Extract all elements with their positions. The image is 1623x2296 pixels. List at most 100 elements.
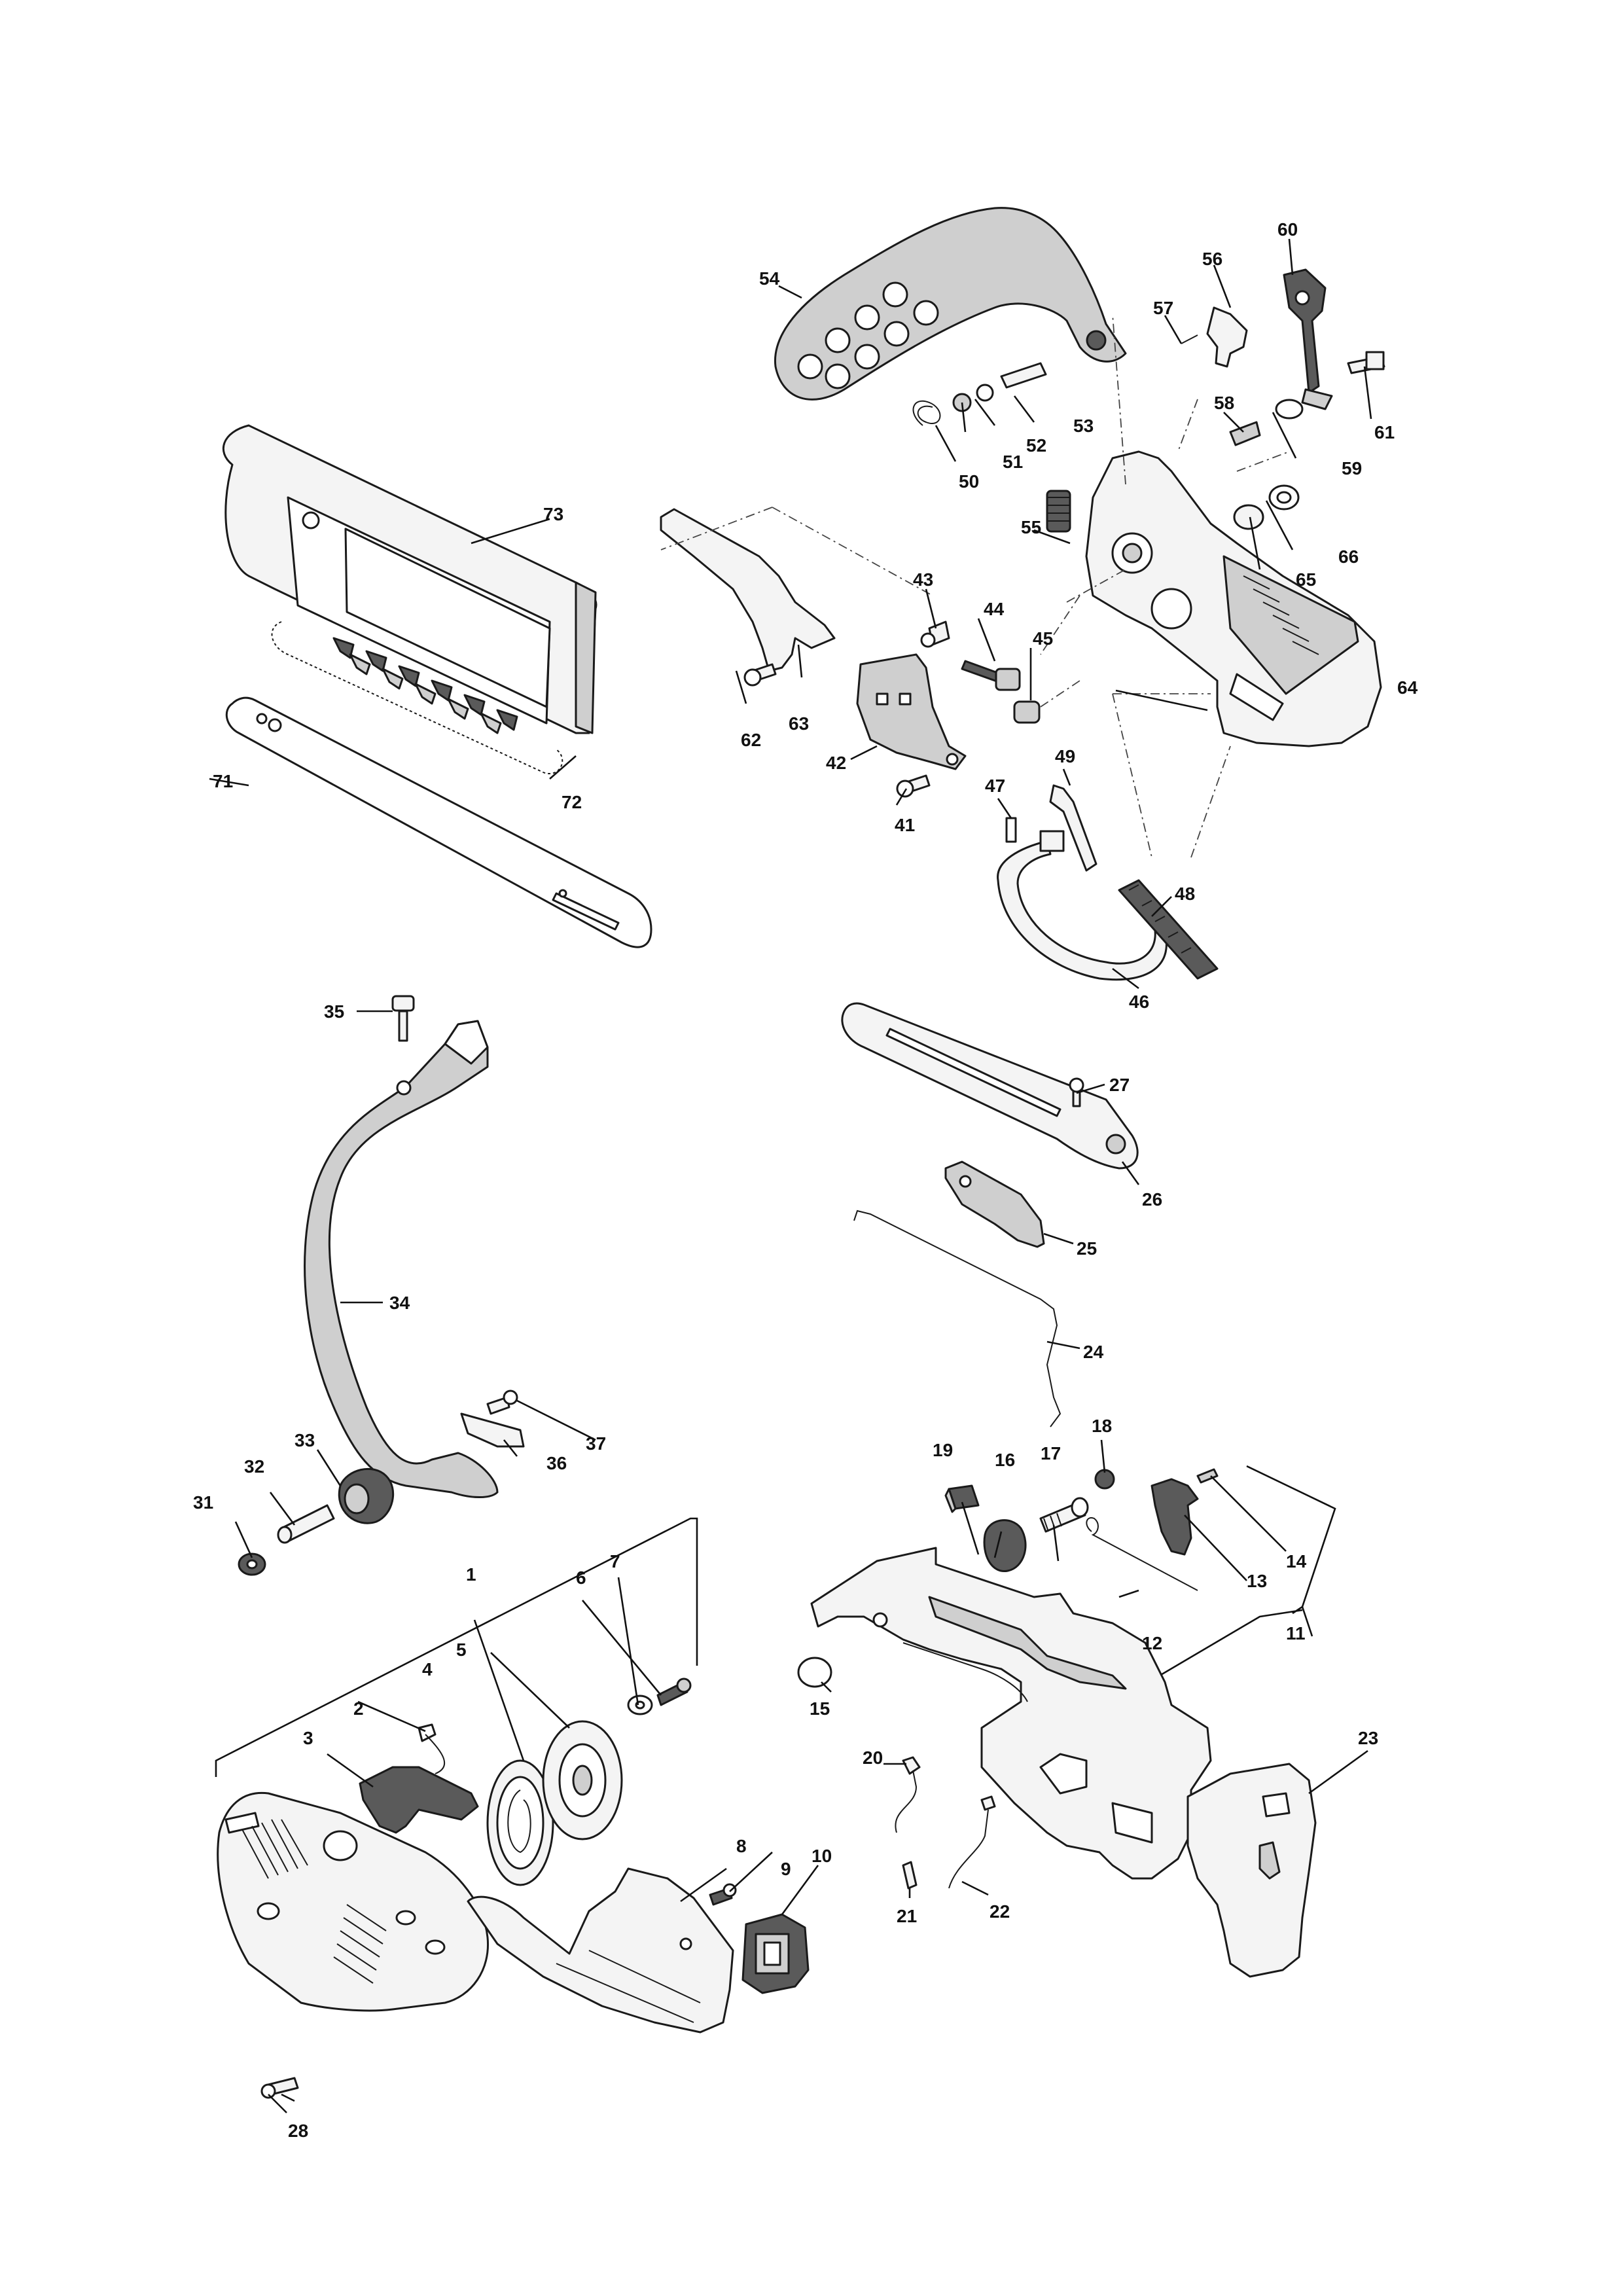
part-62-screw bbox=[743, 663, 777, 687]
label-64: 64 bbox=[1397, 677, 1418, 698]
label-20: 20 bbox=[863, 1748, 883, 1768]
part-56-lever bbox=[1206, 306, 1248, 368]
part-23-cover bbox=[1186, 1763, 1317, 1978]
part-54-hand-guard bbox=[774, 207, 1127, 401]
label-10: 10 bbox=[812, 1846, 832, 1866]
label-18: 18 bbox=[1092, 1416, 1112, 1436]
label-53: 53 bbox=[1073, 416, 1094, 436]
part-53-pin bbox=[1000, 362, 1047, 389]
label-71: 71 bbox=[213, 771, 233, 791]
part-2-rope-pin bbox=[418, 1723, 446, 1774]
part-5-pulley bbox=[542, 1720, 623, 1840]
label-11: 11 bbox=[1286, 1623, 1306, 1643]
part-28-starter-cover bbox=[217, 1791, 490, 2012]
part-4-pulley bbox=[486, 1759, 554, 1886]
label-65: 65 bbox=[1296, 569, 1316, 590]
label-5: 5 bbox=[456, 1640, 467, 1660]
label-16: 16 bbox=[995, 1450, 1015, 1470]
part-43-pin bbox=[920, 620, 950, 648]
part-27-screw bbox=[1069, 1077, 1084, 1107]
part-34-handlebar bbox=[304, 1020, 499, 1498]
part-73-scabbard bbox=[222, 424, 597, 734]
label-62: 62 bbox=[741, 730, 761, 750]
part-55-spring bbox=[1046, 490, 1071, 533]
label-52: 52 bbox=[1026, 435, 1046, 456]
label-17: 17 bbox=[1041, 1443, 1061, 1463]
part-33-buffer bbox=[338, 1467, 395, 1524]
label-61: 61 bbox=[1374, 422, 1395, 442]
part-22-fuel-hose bbox=[948, 1795, 996, 1889]
part-15-button bbox=[797, 1657, 832, 1688]
label-31: 31 bbox=[193, 1492, 213, 1513]
label-59: 59 bbox=[1342, 458, 1362, 478]
group-bracket-11 bbox=[1148, 1465, 1336, 1683]
label-25: 25 bbox=[1077, 1238, 1097, 1259]
part-65-bush bbox=[1233, 504, 1264, 530]
label-55: 55 bbox=[1021, 517, 1041, 537]
label-3: 3 bbox=[303, 1728, 313, 1748]
label-27: 27 bbox=[1109, 1075, 1130, 1095]
part-41-screw bbox=[896, 774, 931, 798]
label-24: 24 bbox=[1083, 1342, 1104, 1362]
label-73: 73 bbox=[543, 504, 563, 524]
label-4: 4 bbox=[422, 1659, 433, 1679]
part-45-nut bbox=[1013, 700, 1041, 724]
label-7: 7 bbox=[610, 1551, 620, 1571]
label-13: 13 bbox=[1247, 1571, 1267, 1591]
part-28-screw bbox=[260, 2077, 299, 2099]
label-35: 35 bbox=[324, 1001, 344, 1022]
label-21: 21 bbox=[897, 1906, 917, 1926]
label-32: 32 bbox=[244, 1456, 264, 1477]
label-1: 1 bbox=[466, 1564, 476, 1585]
part-18-washer bbox=[1094, 1469, 1115, 1490]
part-16-buffer bbox=[983, 1519, 1027, 1572]
part-58-bush bbox=[1229, 421, 1261, 446]
part-26-top-handle-cover bbox=[841, 1002, 1139, 1170]
label-19: 19 bbox=[933, 1440, 953, 1460]
part-25-throttle-lock bbox=[944, 1160, 1045, 1248]
part-61-screw bbox=[1347, 351, 1385, 374]
label-45: 45 bbox=[1033, 628, 1053, 649]
part-49-lever bbox=[1049, 784, 1097, 872]
part-3-starter-handle bbox=[359, 1766, 479, 1834]
part-20-fuel-hose bbox=[895, 1756, 921, 1833]
part-13-trigger bbox=[1150, 1478, 1199, 1556]
part-14-pin bbox=[1196, 1468, 1219, 1484]
label-2: 2 bbox=[353, 1698, 364, 1719]
part-number-labels: 54 56 57 60 61 59 58 53 52 51 50 55 66 6… bbox=[193, 219, 1418, 2141]
label-57: 57 bbox=[1153, 298, 1173, 318]
part-36-clip bbox=[460, 1412, 525, 1448]
label-72: 72 bbox=[562, 792, 582, 812]
part-44-bolt bbox=[961, 660, 1021, 691]
part-60-lever bbox=[1283, 268, 1333, 410]
label-51: 51 bbox=[1003, 452, 1023, 472]
label-22: 22 bbox=[990, 1901, 1010, 1922]
label-8: 8 bbox=[736, 1836, 747, 1856]
part-11-handle-body bbox=[810, 1547, 1212, 1880]
label-60: 60 bbox=[1277, 219, 1298, 240]
part-12-spring bbox=[1086, 1517, 1198, 1591]
label-42: 42 bbox=[826, 753, 846, 773]
label-28: 28 bbox=[288, 2121, 308, 2141]
part-42-plate bbox=[856, 653, 967, 770]
label-66: 66 bbox=[1338, 547, 1359, 567]
part-8-chain-cover bbox=[467, 1867, 734, 2034]
label-33: 33 bbox=[294, 1430, 315, 1450]
part-52-bush bbox=[976, 384, 994, 402]
part-17-bolt bbox=[1039, 1497, 1089, 1533]
part-24-rod bbox=[853, 1210, 1061, 1427]
label-58: 58 bbox=[1214, 393, 1234, 413]
label-36: 36 bbox=[546, 1453, 567, 1473]
label-14: 14 bbox=[1286, 1551, 1307, 1571]
leader-lines bbox=[209, 238, 1372, 2113]
label-43: 43 bbox=[913, 569, 933, 590]
part-66-bush bbox=[1268, 484, 1300, 511]
label-48: 48 bbox=[1175, 884, 1195, 904]
part-50-spring bbox=[912, 400, 941, 426]
label-41: 41 bbox=[895, 815, 915, 835]
label-63: 63 bbox=[789, 713, 809, 734]
part-47-pin bbox=[1005, 817, 1017, 843]
part-59-ring bbox=[1275, 399, 1304, 420]
part-19-switch bbox=[944, 1484, 980, 1513]
part-72-chain bbox=[271, 621, 563, 774]
